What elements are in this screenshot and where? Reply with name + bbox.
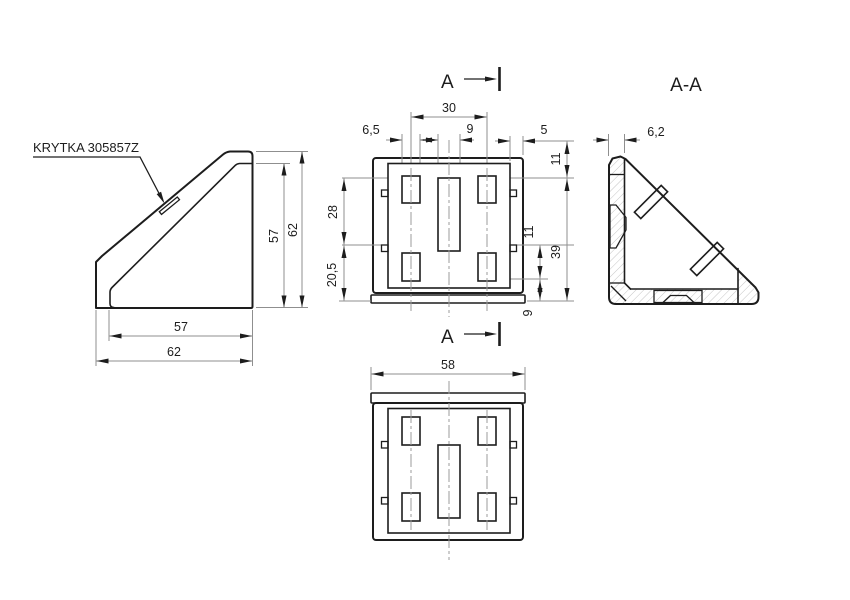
channel-pocket-bottom-profile [662, 294, 695, 303]
section-view: A-A [593, 75, 760, 305]
section-arrow-top: A [441, 67, 501, 93]
bottom-view-flange-strip [370, 392, 526, 404]
dim-top-slot-span: 30 [411, 101, 487, 120]
cover-inner-edge [109, 162, 254, 309]
dim-text-58: 58 [441, 358, 455, 372]
dim-text-6-5: 6,5 [362, 123, 379, 137]
section-title: A-A [670, 75, 702, 96]
dim-top-bottom-spacing: 20,5 [325, 245, 347, 301]
dim-bottom-width: 58 [370, 358, 526, 390]
section-letter-bottom: A [441, 327, 454, 348]
channel-pocket-bottom [653, 289, 703, 304]
section-letter-top: A [441, 72, 454, 93]
dim-top-slot-height: 11 [522, 225, 543, 279]
dim-top-row-spacing: 28 [326, 178, 347, 245]
section-base [609, 156, 759, 304]
dim-text-5: 5 [541, 123, 548, 137]
dim-text-62v: 62 [286, 223, 300, 237]
tab-bottom-right-upper [509, 440, 518, 449]
section-outline [608, 155, 760, 305]
dim-top-slot-width: 6,5 [362, 123, 434, 143]
dim-text-62h: 62 [167, 345, 181, 359]
dim-side-width-inner: 57 [109, 320, 253, 339]
dim-text-11-top: 11 [549, 152, 563, 165]
dim-side-height-inner: 57 [267, 163, 287, 308]
side-view-outline [95, 150, 254, 309]
tab-bottom-right-lower [509, 496, 518, 505]
bottom-view: 58 [370, 358, 526, 560]
side-view: 57 62 57 62 KRYTKA 305857Z [33, 140, 308, 366]
dim-side-height-outer: 62 [286, 151, 305, 308]
dim-text-30: 30 [442, 101, 456, 115]
diagonal-slot-lower [689, 241, 725, 277]
dim-top-center-slot-width: 9 [424, 122, 474, 143]
section-inner-edges [609, 158, 739, 305]
dim-text-28: 28 [326, 205, 340, 219]
dim-top-bottom-offset: 9 [521, 279, 543, 316]
dim-text-6-2: 6,2 [647, 125, 664, 139]
dim-text-39: 39 [549, 245, 563, 259]
section-arrow-bottom: A [441, 322, 501, 348]
dim-side-width-outer: 62 [96, 345, 253, 364]
part-label: KRYTKA 305857Z [33, 140, 139, 155]
hatch-left-wall [609, 156, 625, 304]
tab-top-right-lower [509, 244, 518, 253]
tab-top-left-upper [380, 189, 389, 198]
dim-text-9-bottom: 9 [521, 309, 535, 316]
dim-section-wall: 6,2 [593, 125, 665, 156]
hypotenuse-clip-tab [158, 196, 181, 216]
dim-text-11-inner: 11 [522, 225, 536, 238]
dim-text-9: 9 [467, 122, 474, 136]
dim-top-body-height: 39 [549, 178, 570, 301]
dim-top-edge-gap: 5 [495, 123, 574, 144]
hatch-right-cap [738, 270, 759, 304]
top-view: A A [325, 67, 574, 348]
tab-top-left-lower [380, 244, 389, 253]
hatch-bottom-wall [624, 289, 738, 304]
dim-text-57v: 57 [267, 229, 281, 243]
dim-text-20-5: 20,5 [325, 263, 339, 287]
tab-top-right-upper [509, 189, 518, 198]
top-view-flange-strip [370, 294, 526, 304]
side-extension-lines [95, 151, 308, 366]
tab-bottom-left-upper [380, 440, 389, 449]
part-label-group: KRYTKA 305857Z [33, 140, 167, 205]
dim-text-57h: 57 [174, 320, 188, 334]
tab-bottom-left-lower [380, 496, 389, 505]
dim-top-offset: 11 [549, 141, 570, 178]
